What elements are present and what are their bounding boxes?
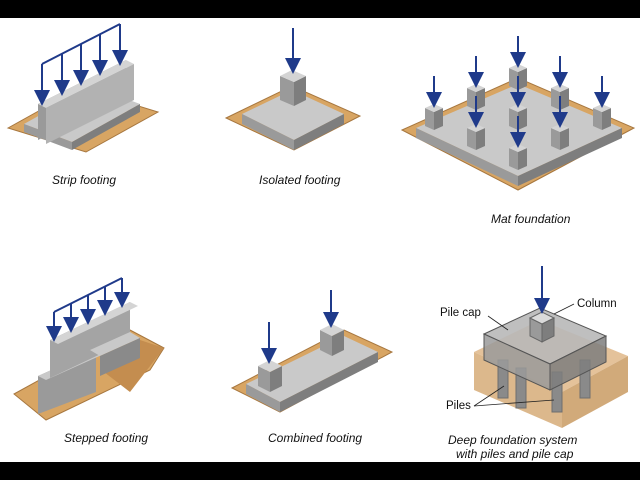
column-left-side xyxy=(270,366,282,392)
load-arrows xyxy=(46,277,130,342)
caption-deep-foundation-line1: Deep foundation system xyxy=(448,433,578,447)
mat-foundation-illustration xyxy=(400,36,636,191)
mat-column xyxy=(551,96,569,150)
columns xyxy=(425,36,611,170)
caption-deep-foundation-line2: with piles and pile cap xyxy=(456,447,574,461)
column-left-front xyxy=(258,366,270,392)
mat-column xyxy=(467,96,485,150)
column-leader xyxy=(553,303,575,315)
foundations-illustration xyxy=(6,23,636,428)
mat-column xyxy=(509,36,527,90)
wall-front xyxy=(50,302,130,378)
footing-front xyxy=(242,114,294,150)
soil-block-side xyxy=(562,356,628,428)
mat-column xyxy=(425,76,443,130)
footing-slab-side xyxy=(72,104,140,150)
column-side xyxy=(294,76,306,106)
mat-side xyxy=(518,128,622,186)
mat-column xyxy=(509,116,527,170)
wall-side xyxy=(46,64,134,144)
caption-combined-footing: Combined footing xyxy=(268,431,363,445)
stepped-footing-illustration xyxy=(13,277,165,421)
mat-column xyxy=(593,76,611,130)
strip-footing-illustration xyxy=(6,23,160,153)
step-high-side xyxy=(100,338,140,376)
label-piles: Piles xyxy=(446,400,471,412)
piles-leader xyxy=(473,385,505,407)
footing-front xyxy=(246,384,280,412)
load-arrows xyxy=(34,23,128,106)
footing-side xyxy=(280,352,378,412)
combined-footing-illustration xyxy=(230,290,394,413)
footing-side xyxy=(294,114,344,150)
diagram-canvas: Strip footing Isolated footing Mat found… xyxy=(0,18,640,462)
caption-strip-footing: Strip footing xyxy=(52,173,117,187)
mat-column xyxy=(551,56,569,110)
column-top xyxy=(528,311,556,325)
isolated-footing-illustration xyxy=(224,28,362,151)
leader-lines xyxy=(473,303,575,407)
column-right-side xyxy=(332,330,344,356)
mat-front xyxy=(416,128,518,186)
step-low-front xyxy=(38,350,96,414)
caption-isolated-footing: Isolated footing xyxy=(259,173,341,187)
soil-slope xyxy=(104,340,164,392)
label-column: Column xyxy=(577,298,617,310)
label-pile-cap: Pile cap xyxy=(440,307,481,319)
pile-cap-leader xyxy=(487,315,509,331)
column-front xyxy=(280,76,294,106)
column-right-front xyxy=(320,330,332,356)
footing-top xyxy=(242,90,344,140)
step-high-top xyxy=(90,332,140,356)
caption-mat-foundation: Mat foundation xyxy=(491,212,571,226)
deep-foundation-illustration xyxy=(473,266,628,428)
piles-leader xyxy=(473,399,555,407)
mat-column xyxy=(467,56,485,110)
caption-stepped-footing: Stepped footing xyxy=(64,431,149,445)
pile-cap-side xyxy=(549,335,607,391)
mat-column xyxy=(509,76,527,130)
